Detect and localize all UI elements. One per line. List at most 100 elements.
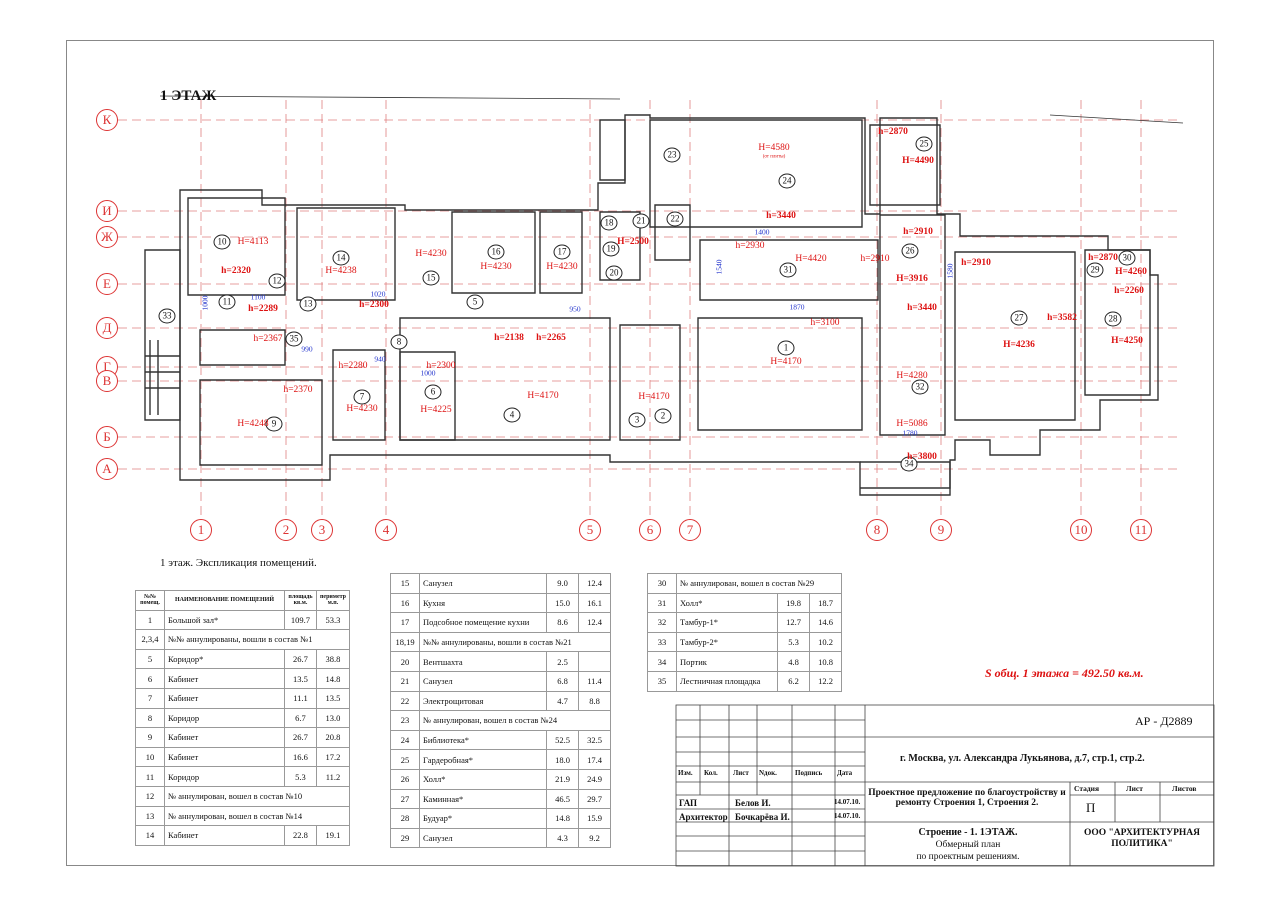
room-number: 7 — [353, 389, 371, 405]
room-number: 1 — [777, 340, 795, 356]
room-number: 4 — [503, 407, 521, 423]
room-name-cell: Библиотека* — [419, 729, 547, 751]
room-number-cell: 1 — [135, 609, 165, 631]
col-axis-marker: 7 — [679, 519, 701, 541]
room-number-cell: 14 — [135, 825, 165, 846]
room-number-cell: 33 — [647, 631, 677, 653]
perimeter-cell: 13.0 — [315, 707, 351, 729]
area-cell: 26.7 — [283, 648, 317, 670]
perimeter-cell: 12.4 — [578, 573, 611, 594]
room-name-cell: Электрощитовая — [419, 690, 547, 712]
header-perimeter: периметр м.п. — [315, 590, 351, 611]
room-number: 3 — [628, 412, 646, 428]
area-cell: 6.8 — [546, 670, 579, 692]
perimeter-cell: 11.2 — [315, 766, 351, 787]
col-axis-marker: 5 — [579, 519, 601, 541]
room-number-cell: 10 — [135, 746, 165, 768]
perimeter-cell: 10.8 — [809, 651, 842, 672]
room-number-cell: 22 — [390, 690, 420, 712]
room-name-cell: Будуар* — [419, 808, 547, 829]
area-cell: 26.7 — [283, 727, 317, 748]
row-axis-marker: И — [96, 200, 118, 222]
title-block-column-label: Подпись — [795, 769, 823, 777]
dimension-label: 1870 — [789, 302, 805, 312]
room-number: 31 — [779, 262, 797, 278]
room-number: 17 — [553, 244, 571, 260]
room-number: 28 — [1104, 311, 1122, 327]
dimension-label: 1100 — [250, 292, 266, 302]
height-label: h=2280 — [338, 361, 368, 371]
room-name-cell: Тамбур-1* — [676, 612, 778, 633]
room-number: 33 — [158, 308, 176, 324]
room-name-cell: Кабинет — [164, 727, 285, 748]
sheet-label: Лист — [1126, 784, 1143, 793]
room-number-cell: 9 — [135, 727, 165, 748]
room-name-cell: Санузел — [419, 573, 547, 594]
dimension-label: 990 — [301, 344, 313, 354]
height-label: H=4248 — [237, 419, 269, 429]
area-cell: 12.7 — [777, 612, 810, 633]
room-note-cell: № аннулирован, вошел в состав №24 — [419, 710, 611, 731]
title-block-column-label: Кол. — [704, 769, 718, 777]
title-block-column-label: Лист — [733, 769, 749, 777]
area-cell: 5.3 — [777, 631, 810, 653]
room-name-cell: Санузел — [419, 827, 547, 849]
height-label: h=2265 — [536, 333, 566, 343]
dimension-label: 1000 — [200, 295, 210, 311]
height-label: h=3100 — [810, 318, 840, 328]
project-name: Проектное предложение по благоустройству… — [868, 788, 1066, 808]
dimension-label: 950 — [569, 304, 581, 314]
perimeter-cell: 17.4 — [578, 749, 611, 770]
height-label: H=4420 — [795, 254, 827, 264]
room-number: 34 — [900, 456, 918, 472]
area-cell: 11.1 — [283, 687, 317, 709]
perimeter-cell: 19.1 — [315, 825, 351, 846]
room-name-cell: Гардеробная* — [419, 749, 547, 770]
height-label: h=2300 — [426, 361, 456, 371]
building-walls — [144, 95, 1184, 496]
col-axis-marker: 3 — [311, 519, 333, 541]
perimeter-cell: 14.6 — [809, 612, 842, 633]
perimeter-cell: 17.2 — [315, 746, 351, 768]
sheet-title-2: Обмерный план — [935, 840, 1001, 850]
dimension-label: 1780 — [902, 428, 918, 438]
height-label: h=3582 — [1047, 313, 1077, 323]
row-axis-marker: Е — [96, 273, 118, 295]
room-number: 19 — [602, 241, 620, 257]
room-number: 29 — [1086, 262, 1104, 278]
room-number: 30 — [1118, 250, 1136, 266]
perimeter-cell: 12.2 — [809, 670, 842, 692]
room-number-cell: 8 — [135, 707, 165, 729]
perimeter-cell: 13.5 — [315, 687, 351, 709]
area-cell: 22.8 — [283, 825, 317, 846]
room-name-cell: Кабинет — [164, 825, 285, 846]
room-name-cell: Кухня — [419, 592, 547, 614]
perimeter-cell: 20.8 — [315, 727, 351, 748]
col-axis-marker: 1 — [190, 519, 212, 541]
room-name-cell: Коридор — [164, 766, 285, 787]
room-number-cell: 29 — [390, 827, 420, 849]
area-cell: 9.0 — [546, 573, 579, 594]
dimension-label: 1580 — [945, 263, 955, 279]
room-name-cell: Портик — [676, 651, 778, 672]
height-label: h=2289 — [248, 304, 278, 314]
room-number: 24 — [778, 173, 796, 189]
room-number: 16 — [487, 244, 505, 260]
room-number: 9 — [265, 416, 283, 432]
height-label: h=2930 — [735, 241, 765, 251]
row-axis-marker: А — [96, 458, 118, 480]
